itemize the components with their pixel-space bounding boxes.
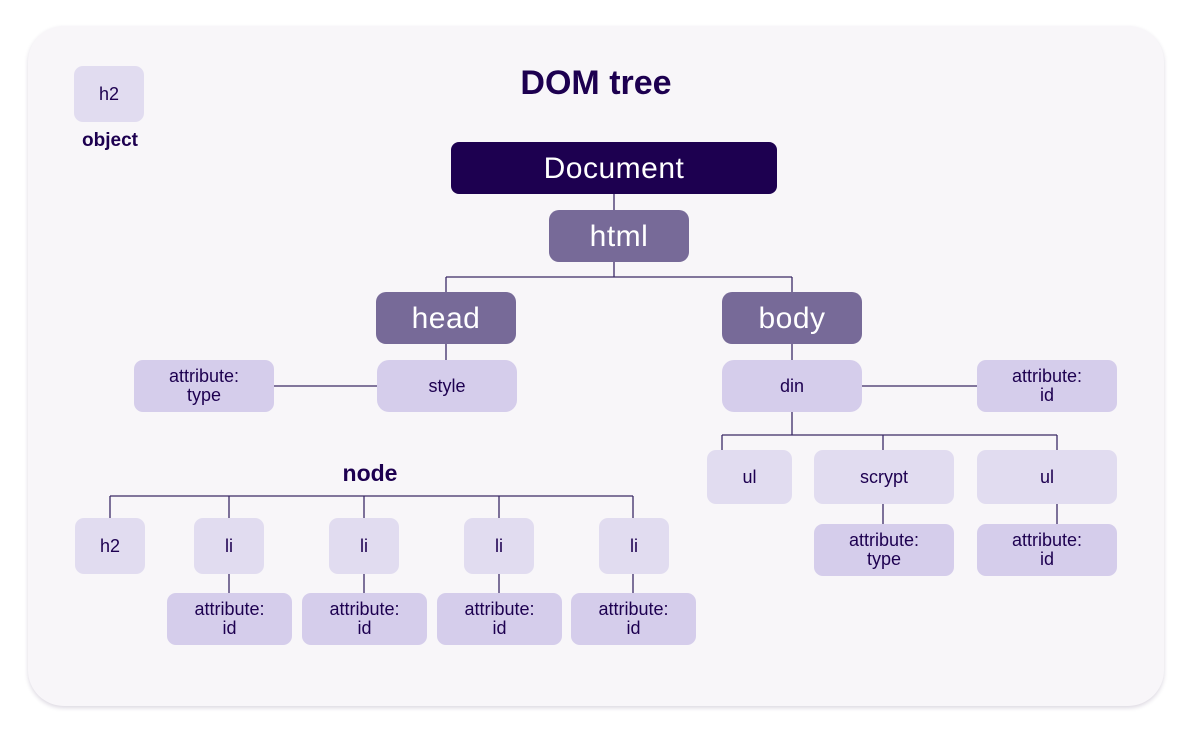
head-node: head [376,292,516,344]
html-node: html [549,210,689,262]
diagram-title: DOM tree [520,64,672,102]
li-attribute-id-4: attribute: id [571,593,696,645]
h2-node: h2 [75,518,145,574]
legend-object-box: h2 [74,66,144,122]
style-attribute-type: attribute: type [134,360,274,412]
ul-attribute-id: attribute: id [977,524,1117,576]
li-node-3: li [464,518,534,574]
li-attribute-id-1: attribute: id [167,593,292,645]
document-node: Document [451,142,777,194]
scrypt-node: scrypt [814,450,954,504]
li-node-1: li [194,518,264,574]
li-attribute-id-3: attribute: id [437,593,562,645]
din-node: din [722,360,862,412]
din-attribute-id: attribute: id [977,360,1117,412]
node-heading: node [342,460,398,486]
li-attribute-id-2: attribute: id [302,593,427,645]
li-node-4: li [599,518,669,574]
ul-node-1: ul [707,450,792,504]
legend-object-label: object [82,130,138,151]
body-node: body [722,292,862,344]
scrypt-attribute-type: attribute: type [814,524,954,576]
ul-node-2: ul [977,450,1117,504]
li-node-2: li [329,518,399,574]
style-node: style [377,360,517,412]
